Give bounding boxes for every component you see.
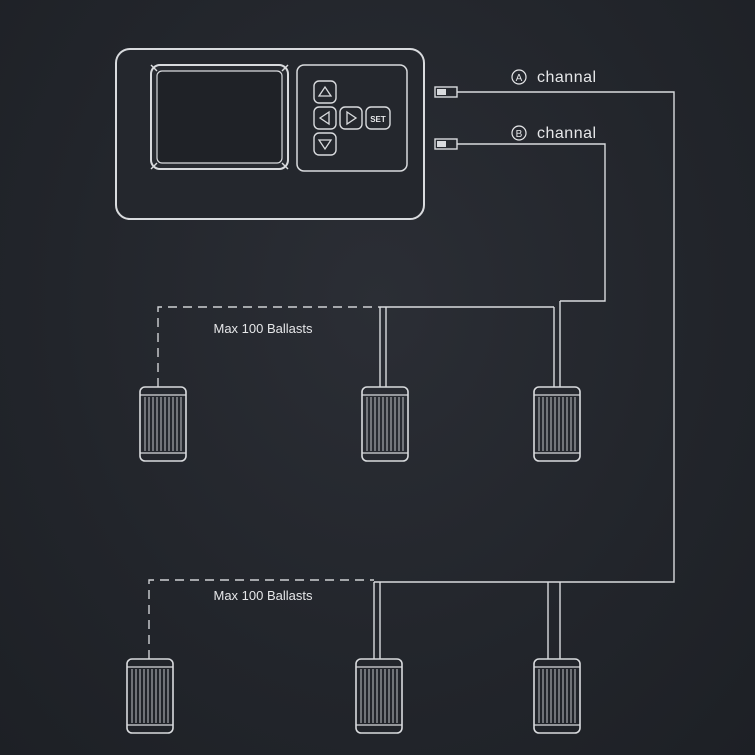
keypad: SET [296,64,408,172]
ballast-1c [533,386,581,462]
channel-b-wire [380,143,606,308]
channel-a-label: A channal [511,69,597,86]
channel-a-text: channal [537,69,597,86]
set-button[interactable]: SET [365,106,391,130]
channel-b-label: B channal [511,125,597,142]
controller-device: SET [115,48,458,220]
channel-a-wire [374,91,675,583]
ballast-1a [139,386,187,462]
ballast-1b [361,386,409,462]
set-button-label: SET [370,115,386,124]
ballast-group-2: Max 100 Ballasts [126,579,581,734]
up-arrow-icon[interactable] [313,80,337,104]
controller-screen [150,64,289,170]
ballast-2b [355,658,403,734]
channel-b-text: channal [537,125,597,142]
group-2-label: Max 100 Ballasts [214,588,313,603]
channel-a-letter: A [516,73,523,84]
channel-a-connector [434,86,458,98]
left-arrow-icon[interactable] [313,106,337,130]
ballast-2a [126,658,174,734]
ballast-group-1: Max 100 Ballasts [139,301,581,462]
down-arrow-icon[interactable] [313,132,337,156]
right-arrow-icon[interactable] [339,106,363,130]
group-1-label: Max 100 Ballasts [214,321,313,336]
ballast-2c [533,658,581,734]
channel-b-letter: B [516,129,523,140]
channel-b-connector [434,138,458,150]
